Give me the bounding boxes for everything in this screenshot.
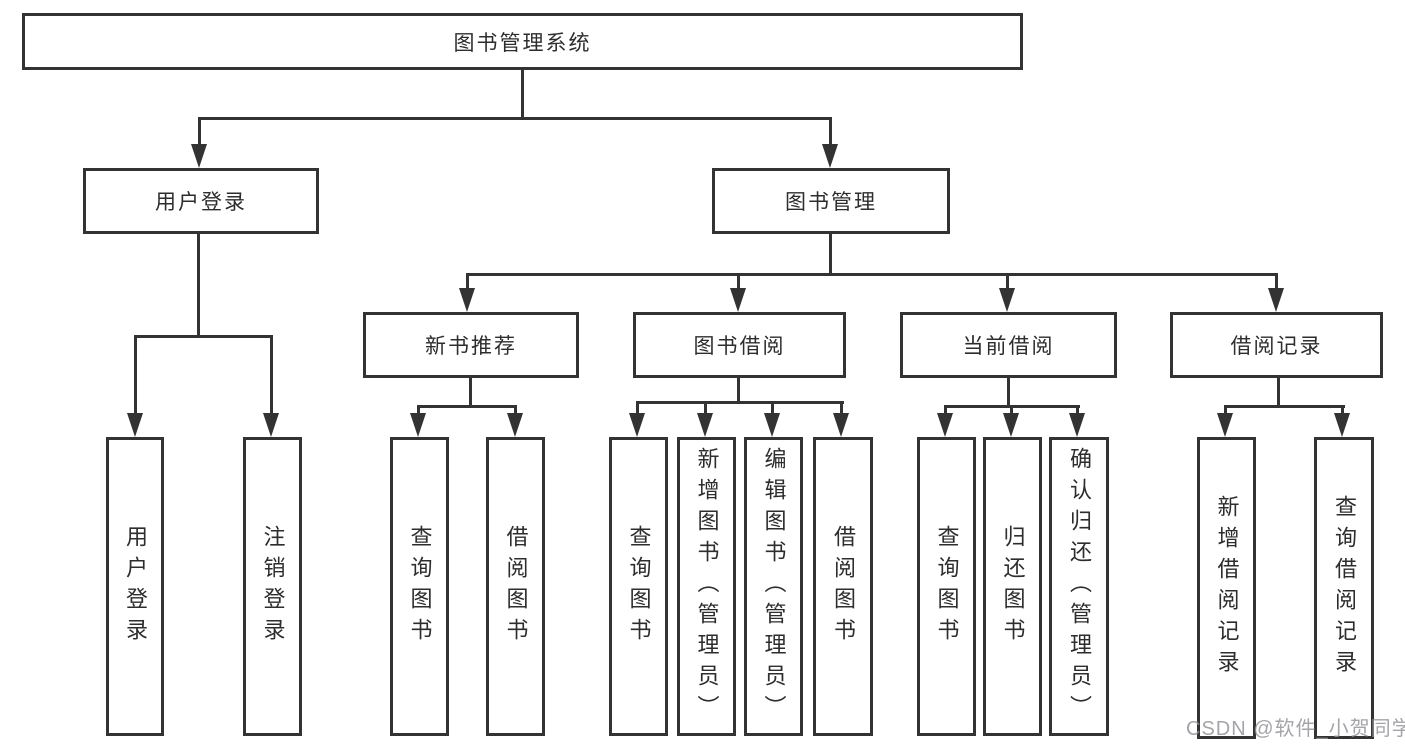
connector-line — [737, 377, 740, 402]
connector-line — [521, 69, 524, 117]
connector-line — [771, 401, 774, 417]
connector-line — [198, 117, 201, 150]
leaf-add-books-admin-label: 新增图书（管理员） — [694, 447, 720, 726]
node-book-borrow: 图书借阅 — [633, 312, 846, 378]
connector-line — [514, 405, 517, 417]
leaf-query-books-recommend-label: 查询图书 — [407, 524, 433, 649]
leaf-edit-books-admin-label: 编辑图书（管理员） — [761, 447, 787, 726]
connector-line — [134, 335, 137, 420]
node-borrow-records-label: 借阅记录 — [1230, 335, 1323, 358]
leaf-query-books-current-label: 查询图书 — [934, 524, 960, 649]
arrow-down-icon — [999, 288, 1015, 312]
arrow-down-icon — [1334, 413, 1350, 437]
connector-line — [829, 233, 832, 273]
connector-line — [1224, 405, 1227, 417]
leaf-query-borrow-record: 查询借阅记录 — [1314, 437, 1374, 739]
connector-line — [417, 405, 517, 408]
arrow-down-icon — [764, 413, 780, 437]
connector-line — [197, 233, 200, 335]
node-current-borrow-label: 当前借阅 — [962, 335, 1055, 358]
arrow-down-icon — [697, 413, 713, 437]
connector-line — [1010, 405, 1013, 417]
node-current-borrow: 当前借阅 — [900, 312, 1117, 378]
leaf-user-login: 用户登录 — [106, 437, 164, 736]
connector-line — [466, 273, 1278, 276]
leaf-logout: 注销登录 — [243, 437, 302, 736]
arrow-down-icon — [410, 413, 426, 437]
arrow-down-icon — [1268, 288, 1284, 312]
connector-line — [417, 405, 420, 417]
node-user-login: 用户登录 — [83, 168, 319, 234]
connector-line — [737, 273, 740, 293]
connector-line — [469, 377, 472, 405]
leaf-query-books-recommend: 查询图书 — [390, 437, 449, 736]
arrow-down-icon — [730, 288, 746, 312]
leaf-borrow-books-recommend-label: 借阅图书 — [503, 524, 529, 649]
connector-line — [134, 335, 273, 338]
leaf-borrow-books: 借阅图书 — [813, 437, 873, 736]
arrow-down-icon — [937, 413, 953, 437]
node-new-book-recommend: 新书推荐 — [363, 312, 579, 378]
connector-line — [1224, 405, 1345, 408]
connector-line — [829, 117, 832, 150]
leaf-query-books-current: 查询图书 — [917, 437, 976, 736]
node-new-book-recommend-label: 新书推荐 — [425, 335, 517, 358]
connector-line — [704, 401, 707, 417]
arrow-down-icon — [1217, 413, 1233, 437]
arrow-down-icon — [191, 144, 207, 168]
node-user-login-label: 用户登录 — [155, 191, 247, 214]
connector-line — [1275, 273, 1278, 293]
node-library-system: 图书管理系统 — [22, 13, 1023, 70]
connector-line — [636, 401, 844, 404]
leaf-return-books: 归还图书 — [983, 437, 1042, 736]
leaf-add-borrow-record-label: 新增借阅记录 — [1214, 495, 1240, 681]
leaf-confirm-return-admin-label: 确认归还（管理员） — [1067, 447, 1092, 726]
node-library-system-label: 图书管理系统 — [453, 31, 592, 55]
node-book-management: 图书管理 — [712, 168, 950, 234]
connector-line — [466, 273, 469, 293]
connector-line — [944, 405, 947, 417]
arrow-down-icon — [629, 413, 645, 437]
connector-line — [1007, 377, 1010, 405]
node-book-management-label: 图书管理 — [785, 191, 877, 214]
csdn-watermark: CSDN @软件_小贺同学 — [1186, 718, 1405, 740]
leaf-borrow-books-label: 借阅图书 — [831, 524, 856, 649]
connector-line — [840, 401, 843, 417]
leaf-query-books-borrow-label: 查询图书 — [626, 524, 652, 649]
arrow-down-icon — [507, 413, 523, 437]
leaf-query-borrow-record-label: 查询借阅记录 — [1332, 495, 1357, 681]
arrow-down-icon — [263, 413, 279, 437]
leaf-edit-books-admin: 编辑图书（管理员） — [744, 437, 803, 736]
leaf-query-books-borrow: 查询图书 — [609, 437, 668, 736]
leaf-return-books-label: 归还图书 — [1000, 524, 1026, 649]
node-book-borrow-label: 图书借阅 — [693, 335, 786, 358]
arrow-down-icon — [127, 413, 143, 437]
leaf-add-borrow-record: 新增借阅记录 — [1197, 437, 1256, 739]
arrow-down-icon — [1069, 413, 1085, 437]
connector-line — [270, 335, 273, 420]
connector-line — [1076, 405, 1079, 417]
leaf-confirm-return-admin: 确认归还（管理员） — [1049, 437, 1109, 736]
connector-line — [1006, 273, 1009, 293]
leaf-add-books-admin: 新增图书（管理员） — [677, 437, 736, 736]
arrow-down-icon — [1003, 413, 1019, 437]
connector-line — [198, 117, 832, 120]
leaf-borrow-books-recommend: 借阅图书 — [486, 437, 545, 736]
leaf-user-login-label: 用户登录 — [123, 524, 148, 649]
node-borrow-records: 借阅记录 — [1170, 312, 1383, 378]
arrow-down-icon — [822, 144, 838, 168]
leaf-logout-label: 注销登录 — [260, 524, 286, 649]
connector-line — [636, 401, 639, 417]
connector-line — [1341, 405, 1344, 417]
arrow-down-icon — [833, 413, 849, 437]
arrow-down-icon — [459, 288, 475, 312]
connector-line — [1277, 377, 1280, 405]
